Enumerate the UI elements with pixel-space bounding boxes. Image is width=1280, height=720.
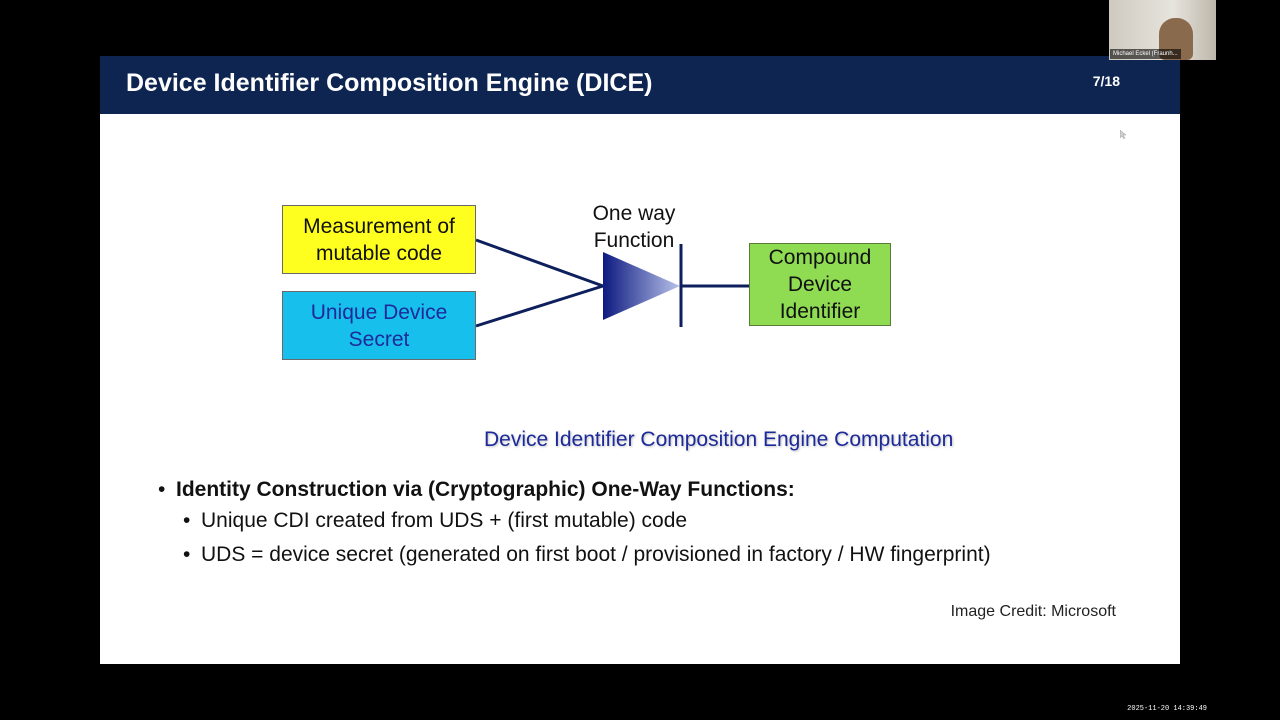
one-way-function-label: One way Function — [592, 202, 676, 252]
bullet-sub-text: Unique CDI created from UDS + (first mut… — [201, 509, 688, 532]
diagram-caption: Device Identifier Composition Engine Com… — [484, 428, 954, 451]
participant-name: Michael Eckel (Fraunh... — [1110, 49, 1181, 59]
slide-title: Device Identifier Composition Engine (DI… — [126, 69, 653, 97]
dice-diagram: Measurement of mutable code Unique Devic… — [100, 114, 1180, 451]
slide-header: Device Identifier Composition Engine (DI… — [100, 56, 1180, 114]
bullet-main-text: Identity Construction via (Cryptographic… — [176, 478, 795, 501]
unique-device-secret-box: Unique Device Secret — [282, 291, 476, 360]
page-counter: 7/18 — [1092, 73, 1120, 89]
bullet-list: • Identity Construction via (Cryptograph… — [158, 476, 1158, 572]
bullet-dot: • — [183, 509, 191, 532]
wire-uds — [475, 284, 604, 328]
one-way-function-icon — [603, 252, 680, 320]
bullet-sub: • Unique CDI created from UDS + (first m… — [158, 504, 1158, 538]
cdi-label: Compound Device Identifier — [768, 246, 872, 323]
bullet-dot: • — [183, 543, 191, 566]
recording-timestamp: 2025-11-20 14:39:49 — [1127, 705, 1207, 713]
diagram-connectors — [475, 238, 749, 328]
bullet-sub-text: UDS = device secret (generated on first … — [201, 543, 991, 566]
bullet-main: • Identity Construction via (Cryptograph… — [158, 476, 1158, 504]
compound-device-identifier-box: Compound Device Identifier — [749, 243, 891, 326]
measurement-box: Measurement of mutable code — [282, 205, 476, 274]
slide: Device Identifier Composition Engine (DI… — [100, 56, 1180, 664]
measurement-label: Measurement of mutable code — [303, 214, 455, 265]
image-credit: Image Credit: Microsoft — [950, 603, 1116, 620]
bullet-dot: • — [158, 478, 166, 501]
wire-measurement — [475, 238, 604, 288]
uds-label: Unique Device Secret — [310, 300, 448, 351]
participant-video-tile[interactable]: Michael Eckel (Fraunh... — [1109, 0, 1216, 60]
bullet-sub: • UDS = device secret (generated on firs… — [158, 538, 1158, 572]
mouse-cursor-icon — [1120, 130, 1126, 139]
